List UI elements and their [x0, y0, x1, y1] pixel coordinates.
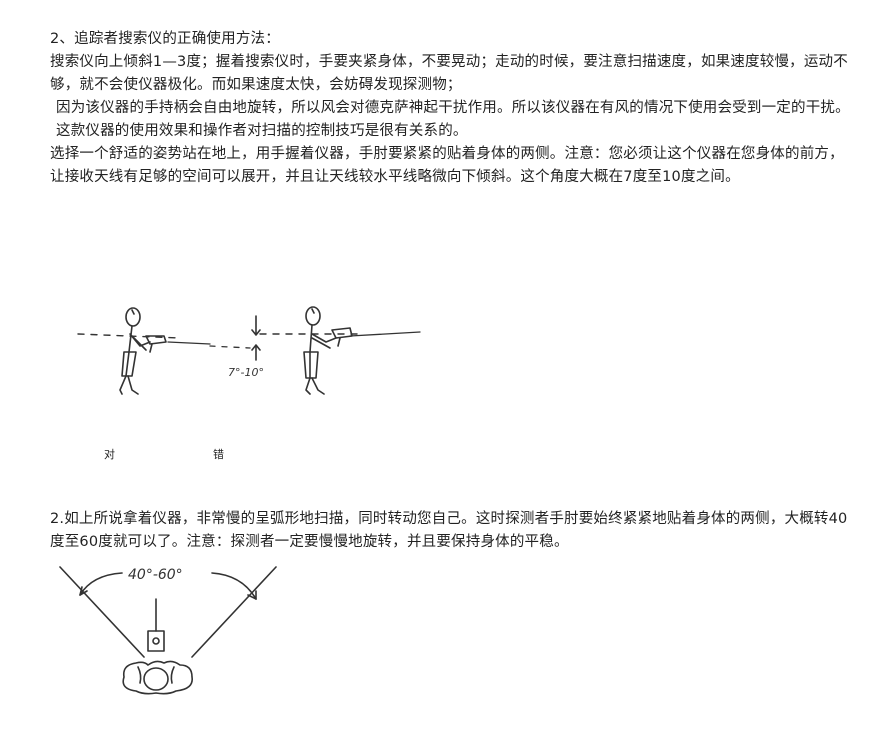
figure-correct-person [119, 307, 167, 395]
tilt-angle-label: 7°-10° [228, 366, 264, 379]
sweep-right-line [191, 566, 277, 658]
sweep-arc-right [211, 572, 257, 600]
sweep-left-line [59, 566, 145, 658]
paragraph-posture: 选择一个舒适的姿势站在地上，用手握着仪器，手肘要紧紧的贴着身体的两侧。注意：您必… [50, 146, 844, 185]
tilt-arrow-bottom [251, 344, 261, 361]
horizon-dashed-line-left [77, 333, 181, 339]
section-1: 2、追踪者搜索仪的正确使用方法： 搜索仪向上倾斜1—3度；握着搜索仪时，手要夹紧… [50, 28, 850, 189]
section-heading: 2、追踪者搜索仪的正确使用方法： [50, 31, 280, 47]
instrument-box [147, 630, 165, 652]
horizon-dashed-line-mid [209, 345, 251, 349]
posture-figure: 7°-10° [77, 306, 421, 395]
person-top-view [122, 660, 193, 695]
tilt-arrow-top [251, 315, 261, 336]
beam-line-right [349, 331, 421, 337]
arc-arrow-left [79, 586, 88, 596]
paragraph-sweep: 2.如上所说拿着仪器，非常慢的呈弧形地扫描，同时转动您自己。这时探测者手肘要始终… [50, 511, 848, 550]
sweep-figure: 40°-60° [59, 566, 277, 695]
figure-wrong-person [303, 306, 353, 395]
beam-line-left [167, 341, 211, 345]
section-2: 2.如上所说拿着仪器，非常慢的呈弧形地扫描，同时转动您自己。这时探测者手肘要始终… [50, 508, 850, 554]
arc-arrow-right [247, 590, 257, 600]
sweep-arc-left [79, 572, 123, 596]
caption-wrong: 错 [213, 448, 224, 461]
paragraph-tilt: 搜索仪向上倾斜1—3度；握着搜索仪时，手要夹紧身体，不要晃动；走动的时候，要注意… [50, 54, 848, 93]
sweep-angle-label: 40°-60° [128, 567, 183, 583]
paragraph-wind: 因为该仪器的手持柄会自由地旋转，所以风会对德克萨神起干扰作用。所以该仪器在有风的… [56, 100, 850, 139]
caption-correct: 对 [104, 448, 115, 461]
